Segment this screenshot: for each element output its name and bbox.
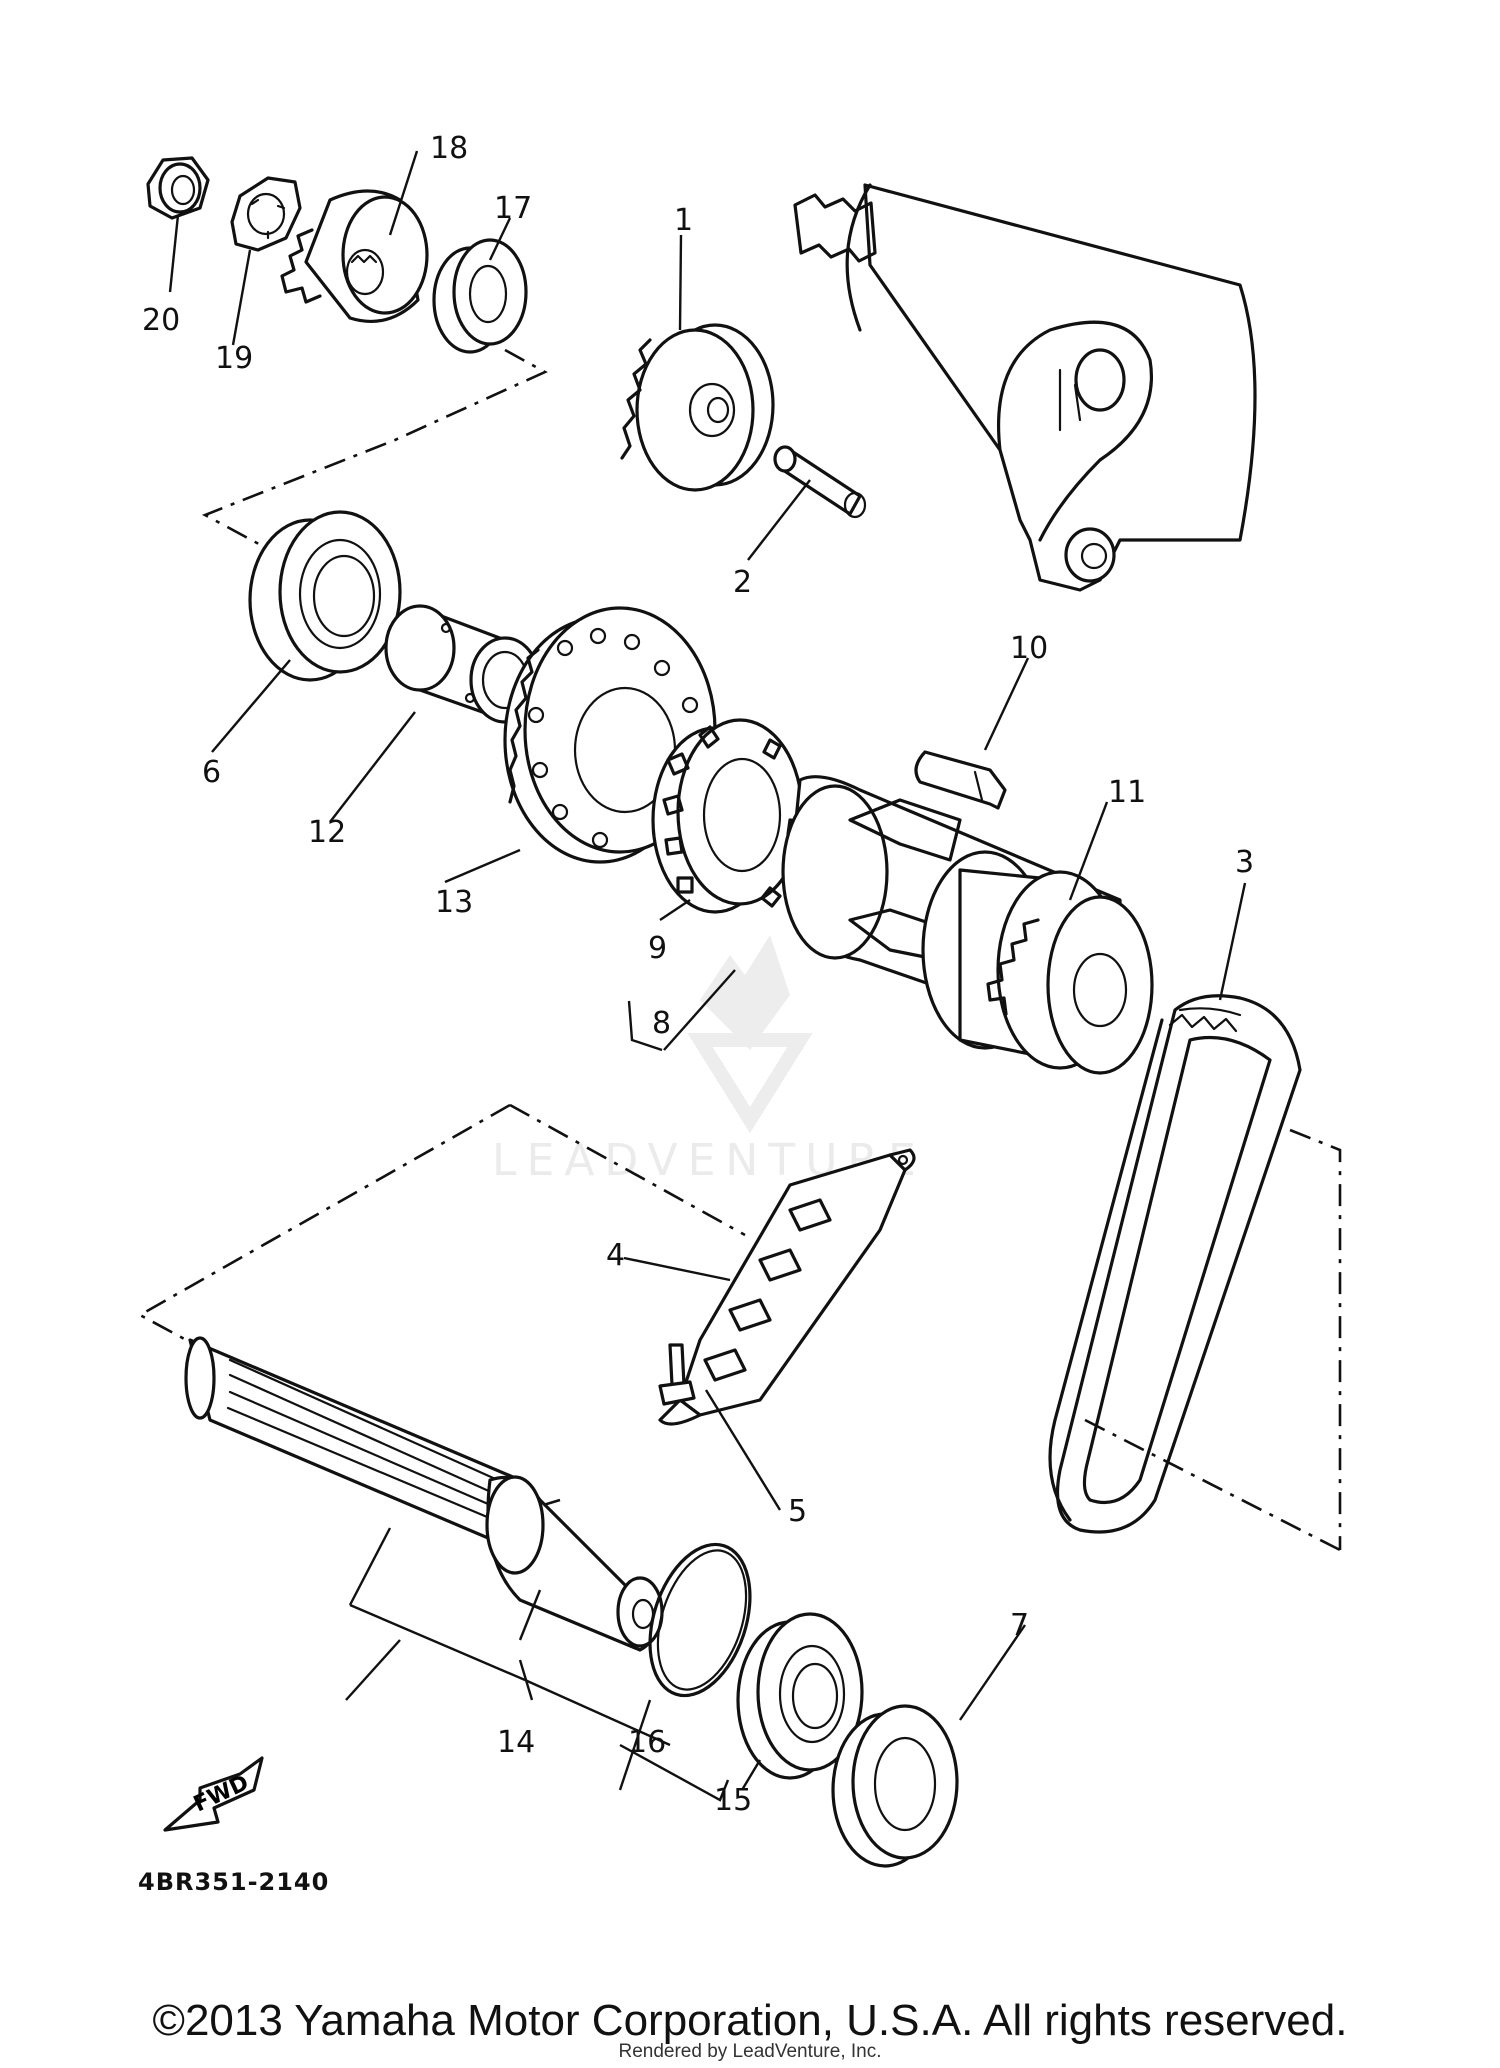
- part-17-collar[interactable]: [432, 238, 528, 354]
- diagram-code: 4BR351-2140: [138, 1868, 330, 1896]
- part-11-drive-gear-hub[interactable]: [781, 775, 1154, 1075]
- part-18-starter-gear[interactable]: [280, 189, 429, 323]
- callout-19[interactable]: 19: [215, 341, 253, 376]
- callout-numbers: 1 2 3 4 5 6 7 8 9 10 11 12 13 14 15 16 1…: [142, 131, 1254, 1818]
- part-6-bearing[interactable]: [248, 510, 402, 682]
- leadventure-watermark: LEADVENTURE: [492, 935, 916, 1186]
- callout-6[interactable]: 6: [202, 755, 221, 790]
- part-15-bearing[interactable]: [736, 1612, 864, 1780]
- callout-5[interactable]: 5: [788, 1494, 807, 1529]
- callout-1[interactable]: 1: [674, 203, 693, 238]
- part-4-chain-guide[interactable]: [658, 1148, 916, 1426]
- callout-3[interactable]: 3: [1235, 845, 1254, 880]
- part-9-one-way-clutch[interactable]: [651, 718, 804, 914]
- callout-10[interactable]: 10: [1010, 631, 1048, 666]
- callout-7[interactable]: 7: [1010, 1608, 1029, 1643]
- callout-9[interactable]: 9: [648, 931, 667, 966]
- rendered-by-notice: Rendered by LeadVenture, Inc.: [618, 2041, 882, 2062]
- fwd-label: FWD: [190, 1770, 253, 1817]
- part-10-key[interactable]: [914, 750, 1007, 810]
- part-7-oil-seal[interactable]: [831, 1704, 959, 1868]
- part-16-o-ring[interactable]: [632, 1532, 768, 1709]
- copyright-notice: ©2013 Yamaha Motor Corporation, U.S.A. A…: [152, 1996, 1348, 2045]
- callout-13[interactable]: 13: [435, 885, 473, 920]
- callout-17[interactable]: 17: [494, 191, 532, 226]
- callout-18[interactable]: 18: [430, 131, 468, 166]
- part-14-axle[interactable]: [184, 1336, 664, 1652]
- callout-14[interactable]: 14: [497, 1725, 535, 1760]
- part-5-bolt[interactable]: [658, 1343, 696, 1406]
- part-3-chain[interactable]: [1048, 994, 1302, 1534]
- part-1-idler-gear[interactable]: [620, 323, 775, 492]
- callout-20[interactable]: 20: [142, 303, 180, 338]
- callout-2[interactable]: 2: [733, 565, 752, 600]
- part-20-nut[interactable]: [146, 156, 210, 220]
- callout-8[interactable]: 8: [652, 1006, 671, 1041]
- callout-15[interactable]: 15: [714, 1783, 752, 1818]
- callout-11[interactable]: 11: [1108, 775, 1146, 810]
- leader-lines: [168, 150, 1247, 1802]
- part-19-lock-washer[interactable]: [230, 176, 302, 252]
- callout-4[interactable]: 4: [606, 1238, 625, 1273]
- part-2-shaft[interactable]: [773, 445, 867, 519]
- callout-16[interactable]: 16: [628, 1725, 666, 1760]
- starter-motor[interactable]: [793, 183, 1257, 592]
- callout-12[interactable]: 12: [308, 815, 346, 850]
- fwd-arrow: FWD: [163, 1756, 264, 1832]
